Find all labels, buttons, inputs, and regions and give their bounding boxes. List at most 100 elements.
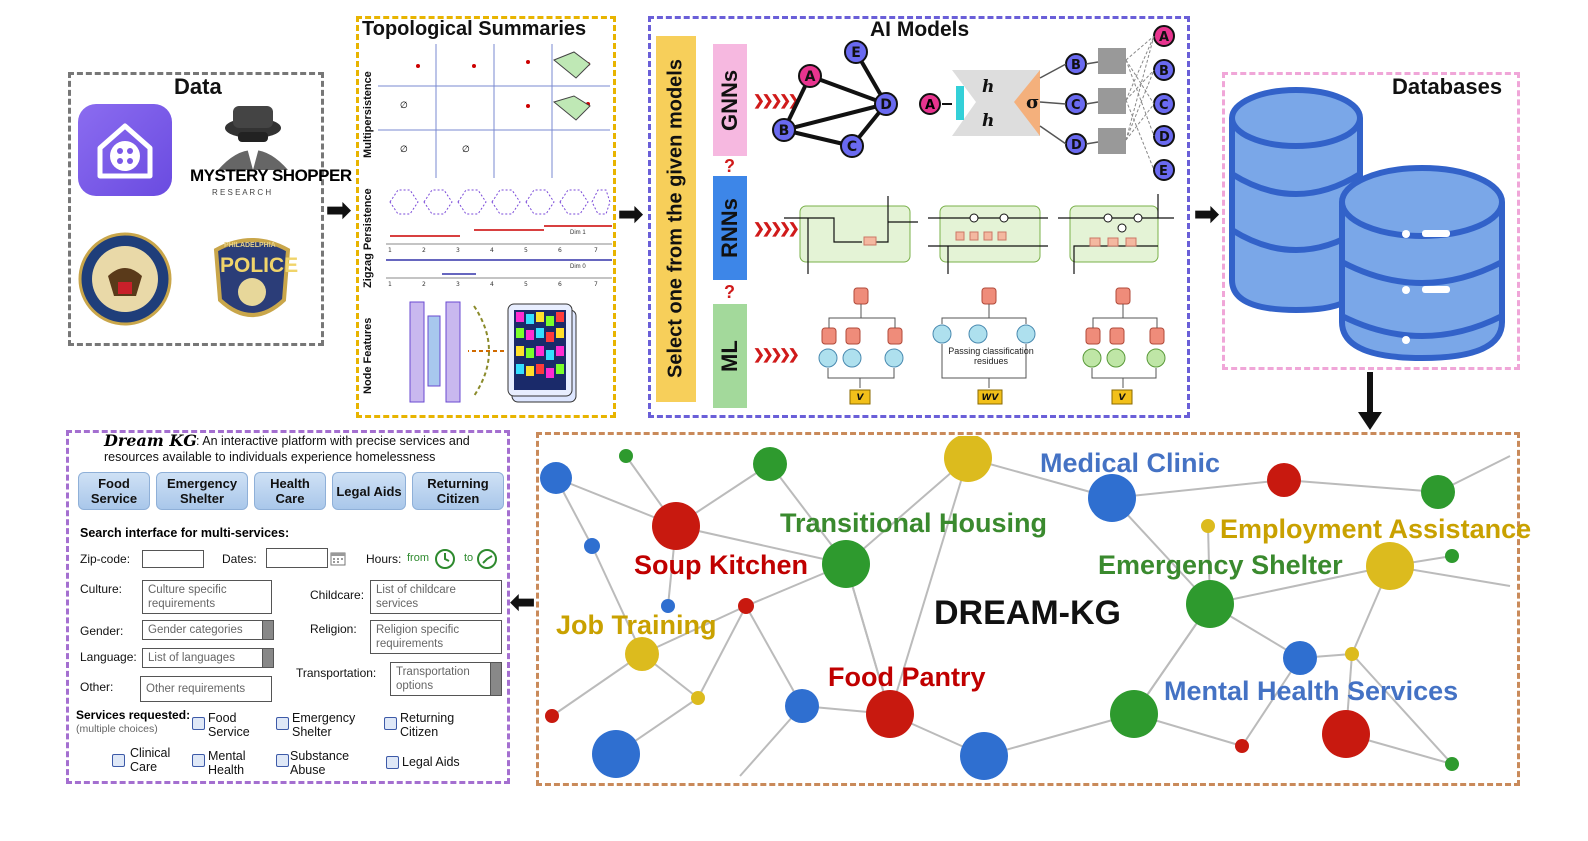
mystery-research-text: R E S E A R C H <box>212 188 272 197</box>
zip-input[interactable] <box>142 550 204 568</box>
check-clinical-care[interactable] <box>112 754 125 767</box>
question-icon-2: ? <box>724 282 735 302</box>
gender-select[interactable]: Gender categories <box>142 620 274 640</box>
service-health-button[interactable]: Health Care <box>254 472 326 510</box>
transport-dropdown-handle[interactable] <box>490 663 501 695</box>
topo-panel <box>356 16 616 418</box>
h-label: h <box>982 77 994 97</box>
check-substance-abuse[interactable] <box>276 754 289 767</box>
service-legal-button[interactable]: Legal Aids <box>332 472 406 510</box>
religion-input[interactable]: Religion specific requirements <box>370 620 502 654</box>
kg-center-label: DREAM-KG <box>934 594 1121 632</box>
topo-title: Topological Summaries <box>362 18 587 40</box>
culture-label: Culture: <box>80 582 123 596</box>
gender-label: Gender: <box>80 624 124 638</box>
police-top-text: PHILADELPHIA <box>224 242 276 249</box>
check-food-service[interactable] <box>192 717 205 730</box>
kg-label-medical-clinic: Medical Clinic <box>1040 448 1221 478</box>
transport-value: Transportation options <box>396 666 470 692</box>
svg-text:B: B <box>1071 58 1081 73</box>
chevrons-ml: ❯❯❯❯❯ <box>753 346 800 362</box>
ml-output-3: V <box>1119 393 1127 403</box>
calendar-icon[interactable] <box>330 550 346 566</box>
check-returning-citizen-label: Returning Citizen <box>400 711 455 739</box>
dream-kg-ui-panel <box>66 430 510 784</box>
gnn-node-c: C <box>847 139 857 155</box>
from-label: from <box>407 552 429 564</box>
rnns-button[interactable]: RNNs <box>713 176 747 280</box>
ai-models-title: AI Models <box>870 18 970 41</box>
check-legal-aids[interactable] <box>386 756 399 769</box>
culture-input[interactable]: Culture specific requirements <box>142 580 272 614</box>
sigma-label: σ <box>1026 92 1039 113</box>
svg-text:5: 5 <box>524 281 528 288</box>
svg-text:A: A <box>925 98 935 113</box>
dim1-label: Dim 1 <box>570 230 586 236</box>
gnn-node-b: B <box>779 123 790 139</box>
kg-label-emergency-shelter: Emergency Shelter <box>1098 550 1343 580</box>
gender-dropdown-handle[interactable] <box>262 621 273 639</box>
service-returning-button[interactable]: Returning Citizen <box>412 472 504 510</box>
service-emergency-button[interactable]: Emergency Shelter <box>156 472 248 510</box>
ml-output-1: V <box>857 393 865 403</box>
doj-seal <box>78 232 172 326</box>
check-mental-health[interactable] <box>192 754 205 767</box>
language-dropdown-handle[interactable] <box>262 649 273 667</box>
check-emergency-shelter[interactable] <box>276 717 289 730</box>
svg-text:3: 3 <box>456 247 460 254</box>
other-input[interactable]: Other requirements <box>140 676 272 702</box>
service-food-button[interactable]: Food Service <box>78 472 150 510</box>
ml-button[interactable]: ML <box>713 304 747 408</box>
mystery-shopper-text: MYSTERY SHOPPER <box>190 166 352 185</box>
database-icon <box>1229 87 1505 362</box>
svg-text:1: 1 <box>388 281 392 288</box>
tagline: : An interactive platform with precise s… <box>104 434 470 464</box>
other-label: Other: <box>80 680 114 694</box>
svg-text:5: 5 <box>524 247 528 254</box>
from-clock-icon[interactable] <box>434 548 456 570</box>
svg-text:1: 1 <box>388 247 392 254</box>
svg-text:4: 4 <box>490 281 494 288</box>
gnn-node-a: A <box>805 69 816 85</box>
select-model-banner: Select one from the given models <box>656 36 696 402</box>
childcare-label: Childcare: <box>310 588 365 602</box>
language-label: Language: <box>80 650 137 664</box>
check-clinical-care-label: Clinical Care <box>130 746 171 774</box>
dates-input[interactable] <box>266 548 328 568</box>
svg-text:3: 3 <box>456 281 460 288</box>
ml-output-2: WV <box>982 393 1000 403</box>
svg-text:6: 6 <box>558 281 562 288</box>
arrow-db-to-kg <box>1358 372 1382 430</box>
svg-text:D: D <box>1071 138 1082 153</box>
police-badge: PHILADELPHIA POLICE <box>206 230 298 330</box>
node-features-label: Node Features <box>362 317 374 394</box>
data-title: Data <box>174 74 222 99</box>
transport-label: Transportation: <box>296 666 377 680</box>
childcare-input[interactable]: List of childcare services <box>370 580 502 614</box>
svg-text:∅: ∅ <box>400 145 408 155</box>
question-icon-1: ? <box>724 156 735 176</box>
to-clock-icon[interactable] <box>476 548 498 570</box>
svg-text:∅: ∅ <box>462 145 470 155</box>
kg-label-soup-kitchen: Soup Kitchen <box>634 550 808 580</box>
multipersistence-label: Multipersistence <box>362 71 374 158</box>
arrow-data-to-topo: ➡ <box>326 194 352 227</box>
transport-select[interactable]: Transportation options <box>390 662 502 696</box>
check-returning-citizen[interactable] <box>384 717 397 730</box>
gender-value: Gender categories <box>148 624 243 636</box>
arrow-kg-to-ui: ⬅ <box>510 586 536 619</box>
gnn-graph: A B C D E <box>772 40 898 158</box>
app-home-icon <box>78 104 172 196</box>
language-select[interactable]: List of languages <box>142 648 274 668</box>
check-substance-abuse-label: Substance Abuse <box>290 749 350 777</box>
arrow-ai-to-db: ➡ <box>1194 198 1220 231</box>
services-requested-label: Services requested: <box>76 708 191 722</box>
svg-text:∅: ∅ <box>400 101 408 111</box>
kg-label-job-training: Job Training <box>556 610 717 640</box>
gnns-button[interactable]: GNNs <box>713 44 747 156</box>
language-value: List of languages <box>148 652 235 664</box>
svg-text:h: h <box>982 111 994 131</box>
zigzag-label: Zigzag Persistence <box>362 188 374 288</box>
svg-text:7: 7 <box>594 247 598 254</box>
